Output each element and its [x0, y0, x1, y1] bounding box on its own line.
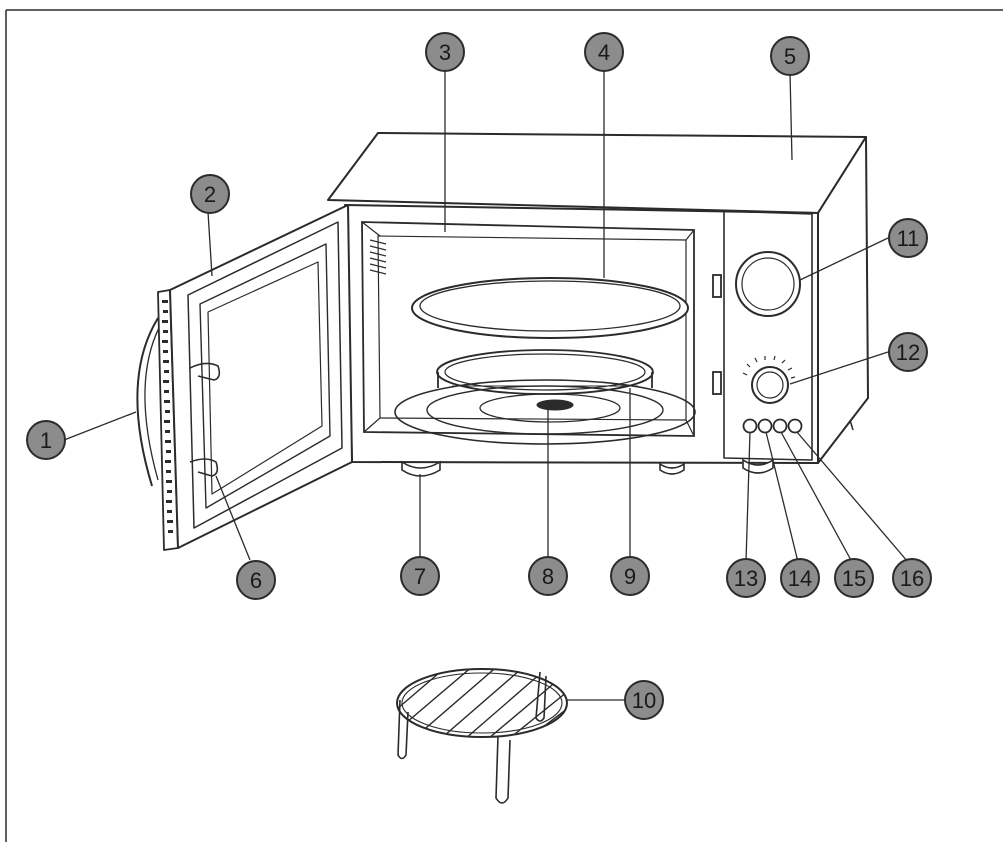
callout-label: 3: [439, 40, 451, 65]
oven-cavity: [361, 221, 722, 437]
callout-circle: [425, 32, 465, 72]
callout-circle: [770, 36, 810, 76]
callout-12: 12: [888, 332, 928, 372]
roller-ring: [436, 349, 654, 395]
callout-6: 6: [236, 560, 276, 600]
callout-label: 5: [784, 44, 796, 69]
callout-label: 8: [542, 564, 554, 589]
callout-label: 9: [624, 564, 636, 589]
callout-circle: [888, 332, 928, 372]
leader-lines: [63, 68, 909, 701]
callout-label: 12: [896, 340, 920, 365]
callout-15: 15: [834, 558, 874, 598]
glass-tray: [411, 277, 689, 339]
callout-circle: [892, 558, 932, 598]
callout-7: 7: [400, 556, 440, 596]
callout-2: 2: [190, 174, 230, 214]
callout-label: 16: [900, 566, 924, 591]
callout-label: 13: [734, 566, 758, 591]
callout-4: 4: [584, 32, 624, 72]
callout-circle: [888, 218, 928, 258]
callout-circle: [624, 680, 664, 720]
callout-circle: [190, 174, 230, 214]
callout-circle: [528, 556, 568, 596]
button-4: [787, 418, 803, 434]
callout-label: 1: [40, 428, 52, 453]
callout-9: 9: [610, 556, 650, 596]
callout-circle: [400, 556, 440, 596]
callout-1: 1: [26, 420, 66, 460]
callout-11: 11: [888, 218, 928, 258]
callout-circle: [780, 558, 820, 598]
door: [136, 204, 353, 551]
callout-8: 8: [528, 556, 568, 596]
callout-13: 13: [726, 558, 766, 598]
callout-label: 14: [788, 566, 812, 591]
microwave-body: [327, 132, 869, 464]
button-1: [742, 418, 758, 434]
callout-label: 2: [204, 182, 216, 207]
callout-14: 14: [780, 558, 820, 598]
callout-5: 5: [770, 36, 810, 76]
callout-circle: [726, 558, 766, 598]
callout-label: 7: [414, 564, 426, 589]
callout-circle: [26, 420, 66, 460]
control-panel: [735, 251, 803, 434]
button-2: [757, 418, 773, 434]
callout-16: 16: [892, 558, 932, 598]
callout-circle: [236, 560, 276, 600]
callout-label: 11: [897, 226, 920, 251]
button-3: [772, 418, 788, 434]
feet: [401, 458, 774, 477]
callout-3: 3: [425, 32, 465, 72]
callout-label: 15: [842, 566, 866, 591]
callout-circle: [610, 556, 650, 596]
callout-label: 10: [632, 688, 656, 713]
callout-label: 6: [250, 568, 262, 593]
callout-10: 10: [624, 680, 664, 720]
wire-rack: [396, 668, 568, 804]
callout-circle: [834, 558, 874, 598]
callout-label: 4: [598, 40, 610, 65]
callout-circle: [584, 32, 624, 72]
